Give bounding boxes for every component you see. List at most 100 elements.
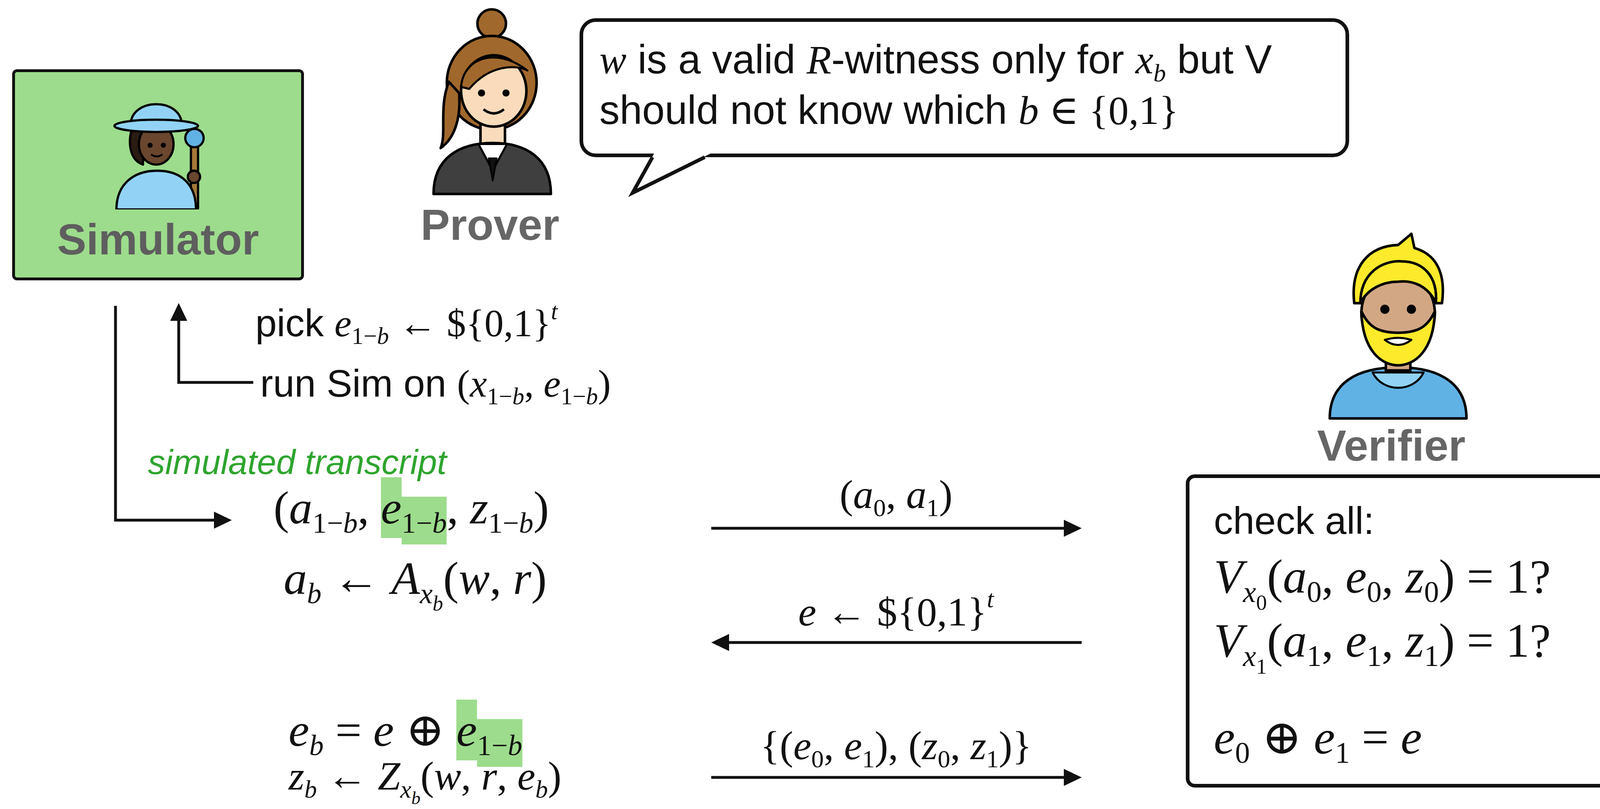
text-run: 1: [926, 494, 940, 522]
text-run: r: [513, 552, 532, 605]
icon-part: [477, 9, 507, 39]
text-run: 1: [1306, 640, 1322, 674]
text-run: ← ${0,1}: [816, 589, 987, 635]
icon-part: [1329, 367, 1467, 419]
icon-part: [151, 154, 163, 157]
text-run: ←: [321, 552, 392, 605]
text-run: r: [481, 753, 498, 799]
simulator-icon: [102, 87, 215, 210]
icon-part: [116, 170, 196, 210]
text-run: ) = 1?: [1438, 614, 1551, 668]
icon-part: [461, 57, 528, 90]
text-run: 1−: [487, 383, 513, 410]
text-run: 1−: [312, 506, 344, 540]
text-run: 1−: [401, 496, 433, 545]
text-run: b: [586, 383, 598, 410]
text-run: 1: [862, 745, 875, 773]
text-run: Z: [377, 753, 401, 799]
icon-part: [632, 149, 720, 193]
text-run: b: [411, 788, 421, 809]
text-run: e: [1345, 614, 1367, 668]
text-run: (: [442, 552, 459, 605]
text-run: run Sim on: [260, 361, 458, 405]
icon-part: [440, 81, 460, 149]
text-run: 0: [1424, 576, 1440, 610]
text-run: b: [519, 506, 534, 540]
text-run: ,: [1381, 550, 1406, 604]
text-run: a: [283, 552, 308, 605]
text-run: ,: [489, 552, 514, 605]
verifier-icon: [1329, 233, 1467, 419]
text-run: e: [1345, 550, 1367, 604]
text-run: 0: [1234, 737, 1250, 771]
text-run: ): [533, 482, 549, 534]
text-run: (: [457, 362, 471, 406]
text-run: (: [1266, 550, 1283, 604]
text-run: R: [806, 37, 832, 83]
message-label: {(e0, e1), (z0, z1)}: [760, 721, 1032, 775]
text-run: 0: [1256, 591, 1268, 615]
actor-name: Verifier: [1317, 419, 1466, 473]
icon-part: [1361, 311, 1435, 366]
icon-part: [1406, 304, 1417, 315]
text-run: ): [598, 362, 612, 406]
text-run: b: [343, 506, 358, 540]
text-run: ←: [316, 753, 378, 799]
text-run: ,: [885, 472, 907, 518]
text-run: 1−: [488, 506, 520, 540]
box-title: Simulator: [57, 213, 259, 266]
text-run: 1: [986, 745, 999, 773]
message-label: e ← ${0,1}t: [798, 583, 995, 637]
icon-part: [1380, 304, 1390, 315]
text-run: e: [456, 699, 478, 761]
arrows: [115, 305, 1082, 778]
text-run: 1: [1366, 640, 1382, 674]
icon-part: [477, 89, 486, 97]
text-run: e: [1313, 711, 1335, 765]
text-run: x: [469, 362, 487, 406]
arrowhead: [213, 511, 232, 529]
prover-icon: [433, 9, 552, 195]
check-line: Vx1(a1, e1, z1) = 1?: [1213, 612, 1551, 681]
text-run: z: [288, 753, 305, 799]
icon-part: [632, 157, 705, 193]
check-box: check all:Vx0(a0, e0, z0) = 1?Vx1(a1, e1…: [1185, 474, 1600, 788]
text-run: ,: [823, 723, 845, 769]
text-run: ← ${0,1}: [389, 301, 552, 345]
message-arrow: [711, 776, 1068, 780]
icon-part: [483, 109, 504, 114]
text-run: is a valid: [626, 36, 807, 82]
icon-part: [187, 170, 200, 183]
text-run: a: [288, 482, 313, 534]
step-note: pick e1−b ← ${0,1}t: [255, 297, 558, 351]
text-run: ∈ {0,1}: [1038, 87, 1179, 133]
text-run: pick: [255, 301, 335, 345]
text-run: e: [517, 753, 536, 799]
text-run: =: [323, 704, 374, 757]
text-run: a: [906, 472, 927, 518]
text-run: ,: [524, 362, 544, 406]
arrowhead: [1063, 769, 1082, 787]
box-heading: check all:: [1213, 497, 1375, 544]
text-run: 1: [1256, 655, 1268, 679]
text-run: 0: [937, 745, 951, 773]
text-run: 0: [1366, 576, 1382, 610]
actor-name: Prover: [420, 198, 560, 252]
text-run: w: [434, 753, 462, 799]
text-run: A: [391, 552, 420, 605]
text-run: e: [793, 723, 811, 769]
sim-output-arrow: [115, 305, 219, 521]
text-run: ,: [461, 753, 482, 799]
math-line: zb ← Zxb(w, r, eb): [288, 752, 562, 809]
text-run: b: [1018, 87, 1039, 133]
text-run: ): [939, 472, 953, 518]
arrowhead: [170, 303, 188, 321]
message-arrow: [725, 641, 1082, 645]
icon-part: [502, 89, 510, 97]
text-run: e: [844, 723, 863, 769]
text-run: x: [400, 775, 412, 803]
math-line: ab ← Axb(w, r): [283, 550, 547, 617]
text-run: ,: [1381, 614, 1406, 668]
text-run: a: [853, 472, 874, 518]
text-run: e: [1213, 711, 1235, 765]
